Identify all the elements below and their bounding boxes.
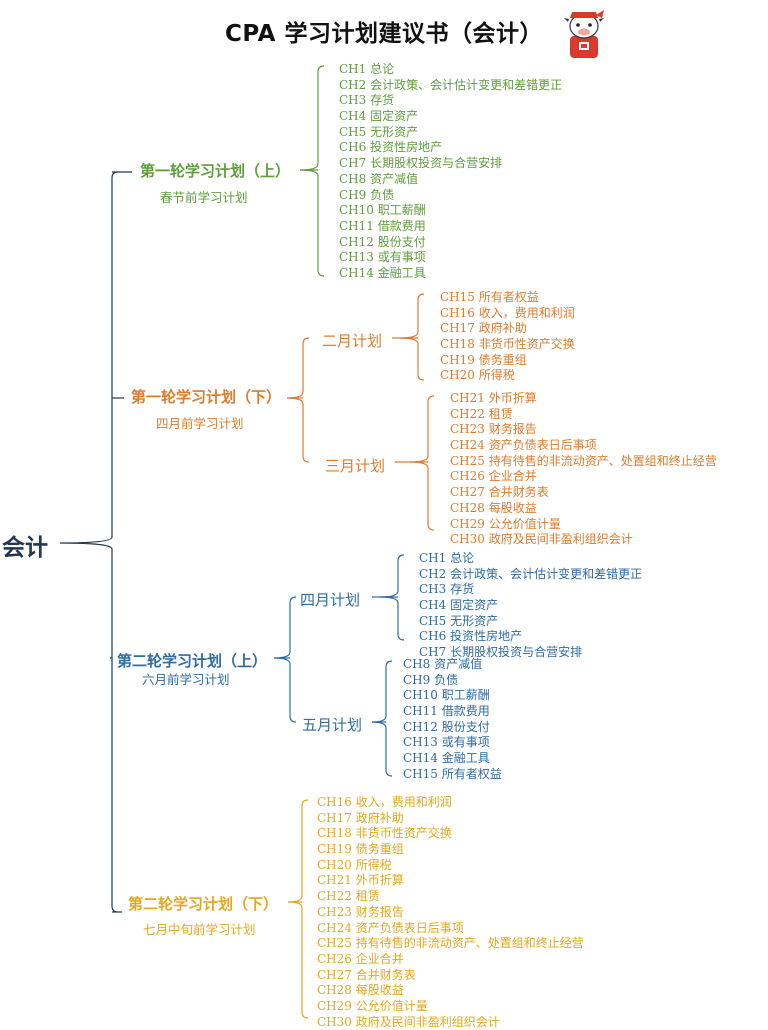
chapter-item: CH22 租赁 [317,889,380,904]
bracket-line [371,660,393,777]
chapter-item: CH21 外币折算 [317,873,404,888]
bracket-line [409,395,435,531]
chapter-item: CH20 所得税 [317,857,392,872]
chapter-item: CH21 外币折算 [450,391,537,405]
chapter-item: CH30 政府及民间非盈利组织会计 [317,1014,500,1029]
chapter-item: CH8 资产减值 [339,171,419,186]
chapter-item: CH17 政府补助 [440,321,527,336]
chapter-item: CH30 政府及民间非盈利组织会计 [450,532,633,547]
chapter-item: CH12 股份支付 [339,234,426,249]
chapter-item: CH4 固定资产 [339,109,419,124]
bracket-line [273,596,297,723]
chapter-item: CH26 企业合并 [317,951,404,966]
chapter-item: CH18 非货币性资产交换 [317,826,452,841]
chapter-item: CH29 公允价值计量 [450,516,561,531]
month-may-label: 五月计划 [302,716,363,734]
chapter-item: CH19 债务重组 [317,842,404,857]
chapter-item: CH2 会计政策、会计估计变更和差错更正 [419,566,643,581]
bracket-line [379,554,405,641]
chapter-item: CH6 投资性房地产 [339,140,443,155]
month-feb-label: 二月计划 [322,332,383,350]
chapter-item: CH26 企业合并 [450,469,537,484]
phase-2-subtitle: 四月前学习计划 [156,416,244,431]
page-title: CPA 学习计划建议书（会计） [225,21,543,47]
chapter-item: CH18 非货币性资产交换 [440,337,575,352]
chapter-item: CH9 负债 [339,187,395,202]
phase-3-subtitle: 六月前学习计划 [142,672,230,687]
chapter-item: CH27 合并财务表 [317,967,416,982]
chapter-item: CH14 金融工具 [403,751,490,766]
chapter-item: CH16 收入，费用和利润 [317,795,452,809]
chapter-item: CH7 长期股权投资与合营安排 [339,156,503,171]
chapter-item: CH1 总论 [419,551,475,565]
chapter-item: CH27 合并财务表 [450,485,549,500]
phase-2-title: 第一轮学习计划（下） [131,388,282,406]
bracket-line [399,293,425,381]
chapter-item: CH25 持有待售的非流动资产、处置组和终止经营 [317,936,584,951]
chapter-item: CH2 会计政策、会计估计变更和差错更正 [339,77,563,92]
chapter-item: CH28 每股收益 [317,983,404,998]
chapter-item: CH3 存货 [339,93,395,108]
phase-4-subtitle: 七月中旬前学习计划 [143,922,256,937]
chapter-item: CH23 财务报告 [317,904,404,919]
chapter-item: CH19 债务重组 [440,352,527,367]
chapter-item: CH5 无形资产 [419,613,499,628]
bracket-line [286,337,310,463]
phase-3-title: 第二轮学习计划（上） [117,652,268,670]
chapter-item: CH17 政府补助 [317,810,404,825]
chapter-item: CH15 所有者权益 [440,290,539,304]
chapter-item: CH4 固定资产 [419,598,499,613]
chapter-item: CH24 资产负债表日后事项 [317,920,464,935]
chapter-item: CH13 或有事项 [339,250,426,265]
chapter-item: CH13 或有事项 [403,735,490,750]
phase-4-title: 第二轮学习计划（下） [128,895,279,913]
month-mar-label: 三月计划 [325,457,386,475]
chapter-item: CH7 长期股权投资与合营安排 [419,645,583,660]
chapter-item: CH6 投资性房地产 [419,629,523,644]
chapter-item: CH20 所得税 [440,368,515,383]
phase-1-subtitle: 春节前学习计划 [160,190,248,205]
chapter-item: CH23 财务报告 [450,422,537,437]
chapter-item: CH9 负债 [403,672,459,687]
mascot-icon [564,10,604,58]
chapter-item: CH16 收入，费用和利润 [440,305,575,320]
chapter-item: CH1 总论 [339,62,395,76]
month-apr-label: 四月计划 [300,591,361,609]
chapter-item: CH3 存货 [419,582,475,597]
root-node: 会计 [2,535,48,561]
chapter-item: CH29 公允价值计量 [317,998,428,1013]
phase-1-title: 第一轮学习计划（上） [140,162,291,180]
chapter-item: CH28 每股收益 [450,500,537,515]
chapter-item: CH24 资产负债表日后事项 [450,438,597,453]
chapter-item: CH10 职工薪酬 [339,203,426,218]
chapter-item: CH10 职工薪酬 [403,688,490,703]
chapter-item: CH15 所有者权益 [403,766,502,781]
bracket-line [299,65,325,277]
chapter-item: CH5 无形资产 [339,124,419,139]
chapter-item: CH11 借款费用 [339,218,426,233]
chapter-item: CH25 持有待售的非流动资产、处置组和终止经营 [450,453,717,468]
chapter-item: CH11 借款费用 [403,704,490,719]
chapter-item: CH8 资产减值 [403,657,483,671]
chapter-item: CH12 股份支付 [403,719,490,734]
chapter-item: CH14 金融工具 [339,265,426,280]
chapter-item: CH22 租赁 [450,406,513,421]
bracket-line [287,799,309,1019]
bracket-line [59,171,119,913]
